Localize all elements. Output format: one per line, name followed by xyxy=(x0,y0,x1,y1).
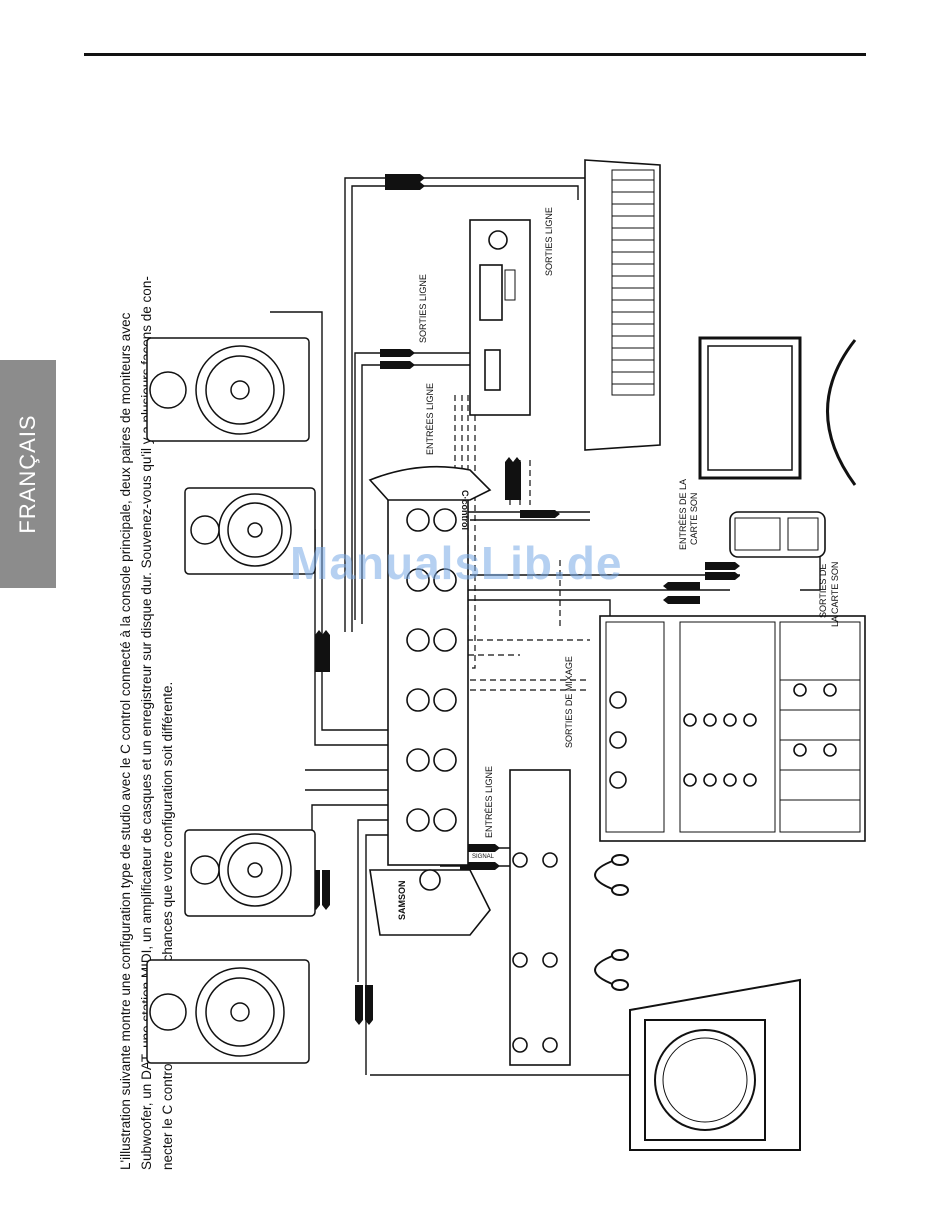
label-entrees-carte-line1: ENTRÉES DE LA xyxy=(678,479,688,550)
label-entrees-ligne-headphone: ENTRÉES LIGNE xyxy=(484,766,494,838)
label-sorties-ligne-keyboard: SORTIES LIGNE xyxy=(544,207,554,276)
label-sorties-mixage: SORTIES DE MIXAGE xyxy=(564,656,574,748)
label-c-control-brand: C·control xyxy=(460,490,470,530)
label-entrees-ligne-dat: ENTRÉES LIGNE xyxy=(425,383,435,455)
label-sorties-carte-line2: LA CARTE SON xyxy=(830,562,840,627)
language-tab: FRANÇAIS xyxy=(0,360,56,588)
label-sorties-ligne-dat: SORTIES LIGNE xyxy=(418,274,428,343)
top-rule xyxy=(84,53,866,56)
label-signal-tag: SIGNAL xyxy=(472,854,495,860)
label-entrees-carte-line2: CARTE SON xyxy=(689,493,699,545)
label-samson-ccontrol: SAMSON xyxy=(397,880,407,920)
watermark: ManualsLib.de xyxy=(290,537,623,589)
label-sorties-carte-line1: SORTIES DE xyxy=(818,564,828,618)
